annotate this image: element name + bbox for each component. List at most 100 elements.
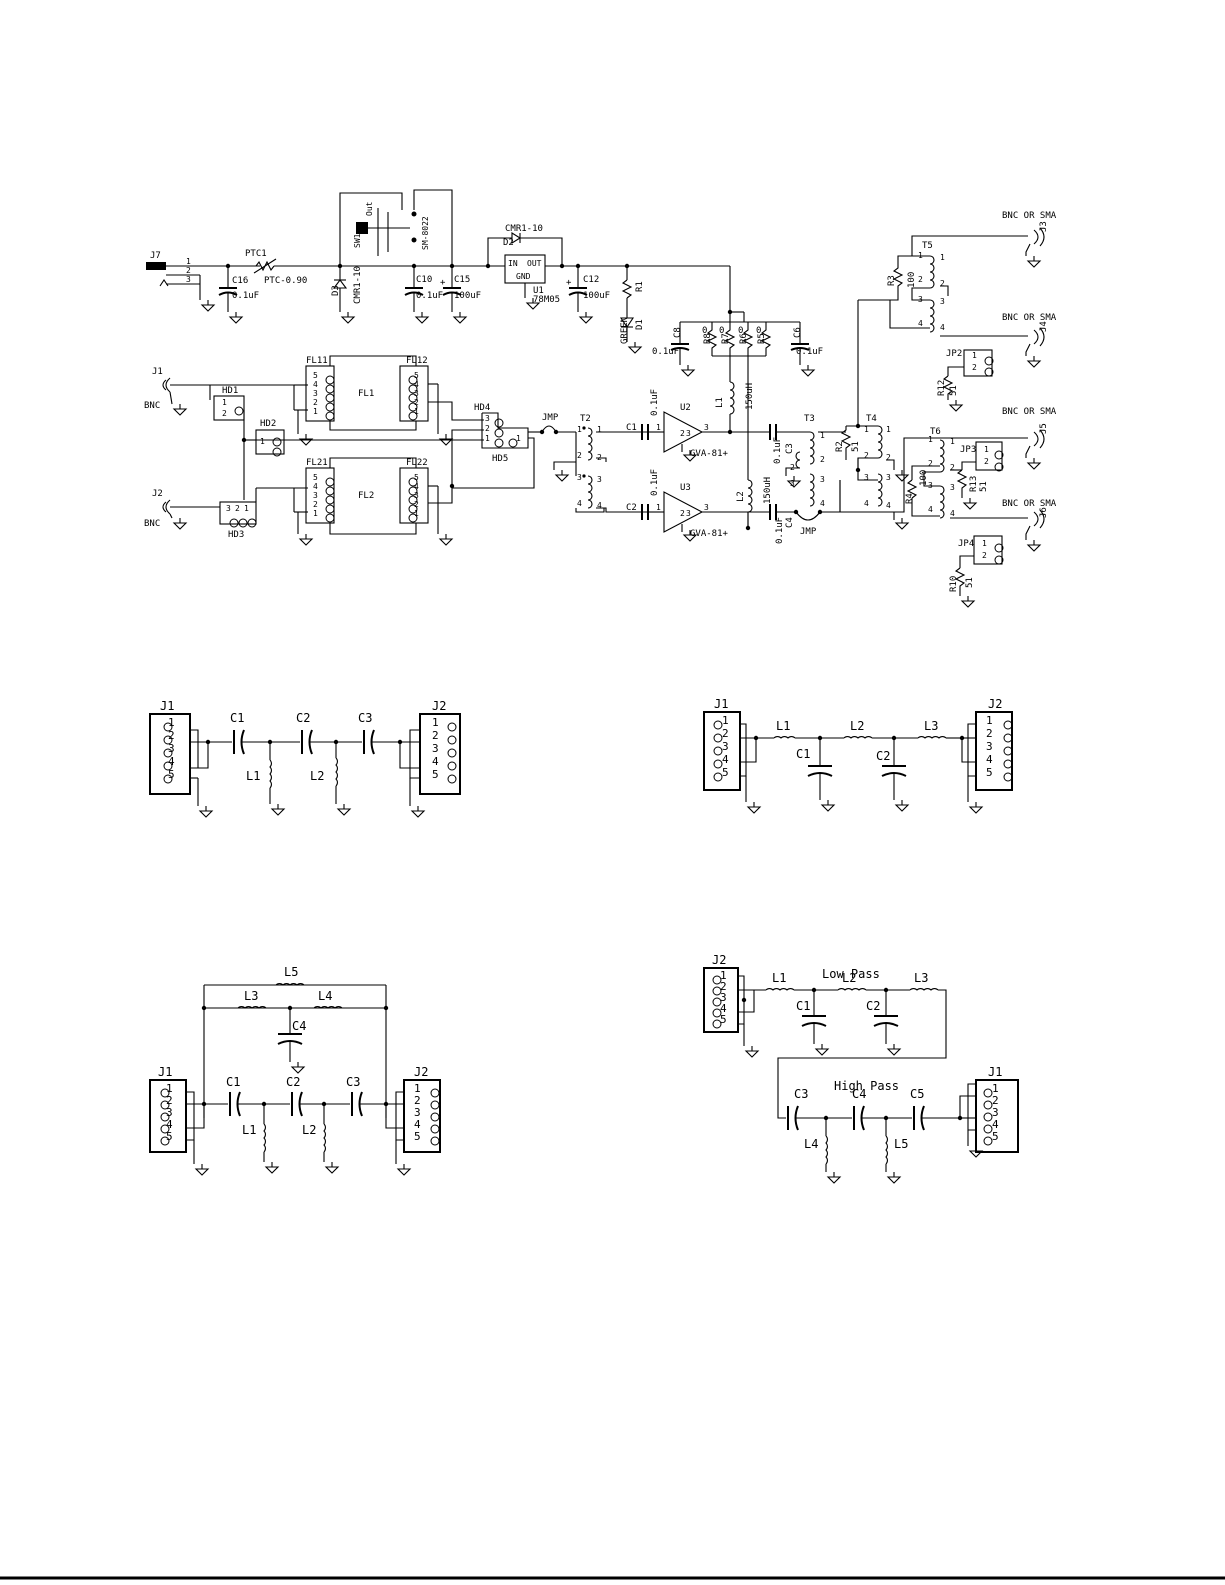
c3-c4-coupling: 0.1uF C3 0.1uF C4 bbox=[769, 424, 810, 544]
t5-label: T5 bbox=[922, 241, 933, 251]
svg-text:2: 2 bbox=[986, 727, 993, 740]
svg-text:4: 4 bbox=[720, 1002, 727, 1015]
j6-type: BNC OR SMA bbox=[1002, 499, 1057, 509]
svg-text:1: 1 bbox=[168, 716, 175, 729]
svg-text:3: 3 bbox=[577, 473, 582, 482]
svg-text:2: 2 bbox=[414, 500, 419, 509]
c3-value: 0.1uF bbox=[773, 437, 783, 464]
c16-value: 0.1uF bbox=[232, 291, 259, 301]
svg-text:4: 4 bbox=[313, 380, 318, 389]
svg-text:4: 4 bbox=[986, 753, 993, 766]
bp2-c5-label: C5 bbox=[910, 1087, 924, 1101]
svg-text:1: 1 bbox=[992, 1082, 999, 1095]
svg-text:3: 3 bbox=[986, 740, 993, 753]
svg-text:1: 1 bbox=[886, 425, 891, 434]
r10-value: 51 bbox=[965, 577, 975, 588]
svg-text:1: 1 bbox=[516, 434, 521, 443]
svg-text:5: 5 bbox=[166, 1130, 173, 1143]
r2-label: R2 bbox=[835, 441, 845, 452]
svg-text:3: 3 bbox=[414, 491, 419, 500]
hd3-header: 3 2 1 HD3 bbox=[219, 501, 257, 540]
svg-text:2: 2 bbox=[432, 729, 439, 742]
r3-label: R3 bbox=[887, 275, 897, 286]
svg-text:2: 2 bbox=[886, 453, 891, 462]
j2-bnc-input: J2 BNC bbox=[144, 489, 220, 530]
jp4-r10: JP4 1 2 R10 51 bbox=[949, 535, 1004, 608]
svg-text:4: 4 bbox=[722, 753, 729, 766]
main-schematic: J7 1 2 3 C16 0.1uF PTC1 PTC- bbox=[144, 189, 1057, 608]
j7-pin-3: 3 bbox=[186, 275, 191, 284]
svg-text:2: 2 bbox=[864, 451, 869, 460]
svg-text:2: 2 bbox=[168, 729, 175, 742]
jp2-r12: JP2 1 2 R12 51 bbox=[937, 349, 994, 412]
fl21-label: FL21 bbox=[306, 458, 328, 468]
c1-value: 0.1uF bbox=[650, 389, 660, 416]
svg-text:5: 5 bbox=[992, 1130, 999, 1143]
filter-bridged-highpass: L5 L3 L4 C4 J1 12 34 5 C1 L1 C2 bbox=[149, 965, 441, 1176]
c6-label: C6 bbox=[793, 327, 803, 338]
d1-color-label: GREEN bbox=[620, 317, 630, 344]
svg-text:2: 2 bbox=[982, 551, 987, 560]
svg-text:4: 4 bbox=[597, 501, 602, 510]
bp2-c2-label: C2 bbox=[866, 999, 880, 1013]
r13-label: R13 bbox=[969, 476, 979, 492]
r3-value: 100 bbox=[907, 272, 917, 288]
r4-label: R4 bbox=[905, 493, 915, 504]
bp-l4-label: L4 bbox=[318, 989, 332, 1003]
j7-label: J7 bbox=[150, 251, 161, 261]
t2-label: T2 bbox=[580, 414, 591, 424]
bp2-j1-label: J1 bbox=[988, 1065, 1002, 1079]
svg-text:0: 0 bbox=[756, 326, 761, 336]
u3-value: GVA-81+ bbox=[690, 529, 729, 539]
filter-bandpass-cascade: J2 12 34 5 Low Pass L1 C1 L2 C2 L3 High … bbox=[703, 953, 1019, 1184]
bp2-c3-label: C3 bbox=[794, 1087, 808, 1101]
svg-text:2: 2 bbox=[222, 409, 227, 418]
svg-text:1: 1 bbox=[414, 407, 419, 416]
c12-value: 100uF bbox=[583, 291, 610, 301]
bp-c3-label: C3 bbox=[346, 1075, 360, 1089]
bp-l2-label: L2 bbox=[302, 1123, 316, 1137]
c16-label: C16 bbox=[232, 276, 248, 286]
l1-l2-chokes: L1 150uH L2 150uH bbox=[715, 356, 773, 528]
svg-text:1: 1 bbox=[984, 445, 989, 454]
svg-text:1: 1 bbox=[597, 425, 602, 434]
svg-text:3: 3 bbox=[432, 742, 439, 755]
l1-label: L1 bbox=[715, 397, 725, 408]
svg-text:2: 2 bbox=[485, 424, 490, 433]
hp-c3-label: C3 bbox=[358, 711, 372, 725]
hd4-label: HD4 bbox=[474, 403, 490, 413]
j4-output: BNC OR SMA J4 bbox=[1002, 313, 1057, 368]
svg-text:1: 1 bbox=[222, 398, 227, 407]
d2-value: CMR1-10 bbox=[505, 224, 543, 234]
jmp2-label: JMP bbox=[800, 527, 817, 537]
svg-text:2: 2 bbox=[166, 1094, 173, 1107]
high-pass-title: High Pass bbox=[834, 1079, 899, 1093]
svg-text:1: 1 bbox=[432, 716, 439, 729]
r2-t4-section: R2 51 T4 1 1 2 2 3 3 4 4 bbox=[835, 300, 909, 530]
c3-label: C3 bbox=[785, 443, 795, 454]
lp-l3-label: L3 bbox=[924, 719, 938, 733]
t4-label: T4 bbox=[866, 414, 877, 424]
u2-value: GVA-81+ bbox=[690, 449, 729, 459]
j2-type: BNC bbox=[144, 519, 160, 529]
j3-label: J3 bbox=[1039, 221, 1049, 232]
bias-resistors: R8 R7 R6 R5 0 0 0 0 bbox=[702, 322, 772, 357]
r2-value: 51 bbox=[851, 441, 861, 452]
bp-j1-label: J1 bbox=[158, 1065, 172, 1079]
c8-label: C8 bbox=[673, 327, 683, 338]
fl11-label: FL11 bbox=[306, 356, 328, 366]
c10-value: 0.1uF bbox=[416, 291, 443, 301]
svg-text:4: 4 bbox=[918, 319, 923, 328]
svg-text:2: 2 bbox=[313, 398, 318, 407]
svg-text:2: 2 bbox=[940, 279, 945, 288]
sw1-out-label: Out bbox=[365, 201, 374, 216]
r6-label: R6 bbox=[739, 333, 749, 344]
hd1-header: HD1 1 2 bbox=[209, 385, 247, 500]
svg-text:4: 4 bbox=[168, 755, 175, 768]
bp-l3-label: L3 bbox=[244, 989, 258, 1003]
j2-label: J2 bbox=[152, 489, 163, 499]
svg-text:4: 4 bbox=[928, 505, 933, 514]
hp-l2-label: L2 bbox=[310, 769, 324, 783]
svg-text:1: 1 bbox=[720, 969, 727, 982]
j3-output: BNC OR SMA J3 bbox=[1002, 211, 1057, 268]
